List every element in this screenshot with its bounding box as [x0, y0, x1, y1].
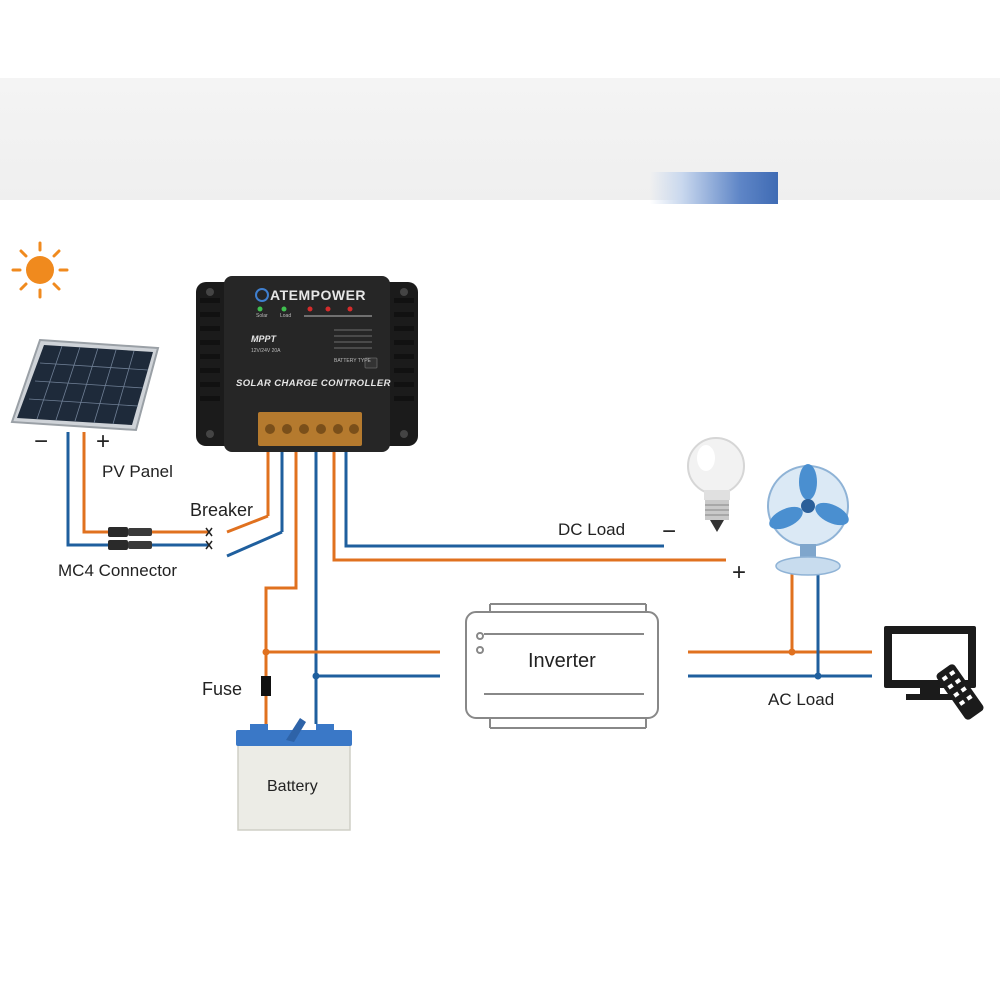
- fuse-label: Fuse: [202, 679, 243, 699]
- pv-negative-wire: [66, 432, 108, 547]
- controller-mppt-label: MPPT: [251, 334, 277, 344]
- header-band: [0, 78, 1000, 200]
- dc-load-negative-wire: [344, 442, 664, 548]
- pv-plus-symbol: +: [96, 428, 111, 455]
- battery-positive-wire: [264, 442, 298, 724]
- battery-icon: [236, 718, 352, 831]
- mc4-connector-label: MC4 Connector: [58, 561, 178, 580]
- fan-icon: [767, 464, 849, 576]
- breaker-blade-negative: [226, 530, 283, 558]
- pv-minus-symbol: −: [34, 428, 49, 455]
- remote-icon: [936, 664, 984, 720]
- charge-controller-icon: [196, 276, 418, 452]
- blurred-banner: [650, 172, 778, 204]
- wires: [66, 432, 872, 724]
- dc-load-minus-symbol: −: [662, 518, 677, 545]
- controller-title: SOLAR CHARGE CONTROLLER: [236, 378, 391, 389]
- light-bulb-icon: [687, 437, 745, 532]
- battery-label: Battery: [267, 778, 318, 795]
- pv-panel-label: PV Panel: [102, 462, 173, 481]
- sun-icon: [11, 241, 69, 299]
- ac-load-label: AC Load: [768, 690, 835, 709]
- junctions: [262, 648, 822, 680]
- breaker-label: Breaker: [190, 500, 254, 520]
- inverter-icon: [465, 603, 659, 729]
- controller-spec: 12V/24V 20A: [251, 348, 281, 354]
- controller-battery-type: BATTERY TYPE: [334, 358, 371, 364]
- controller-led-load-label: Load: [280, 313, 292, 319]
- fuse-icon: [261, 676, 271, 696]
- pv-positive-wire: [82, 432, 108, 534]
- breaker-blade-positive: [226, 514, 269, 534]
- dc-load-label: DC Load: [558, 520, 626, 539]
- dc-load-plus-symbol: +: [732, 559, 747, 586]
- controller-brand: ATEMPOWER: [270, 287, 367, 303]
- mc4-connector-icon: [108, 527, 152, 550]
- solar-panel-icon: [10, 338, 160, 432]
- breaker-contacts: [205, 527, 213, 550]
- inverter-label: Inverter: [528, 650, 596, 672]
- dc-load-positive-wire: [332, 442, 726, 562]
- controller-led-solar-label: Solar: [256, 313, 268, 319]
